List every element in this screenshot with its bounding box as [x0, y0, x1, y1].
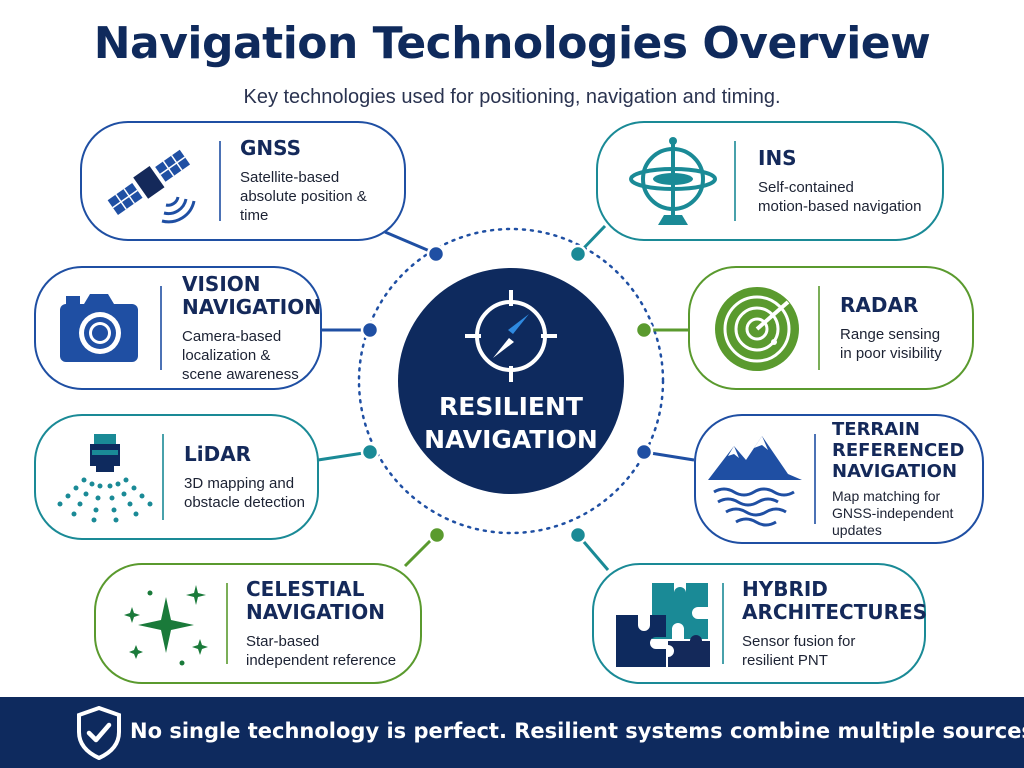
node-hybrid	[568, 525, 588, 545]
radar-icon	[715, 287, 799, 371]
compass-icon	[465, 290, 557, 382]
card-radar: RADAR Range sensing in poor visibility	[688, 266, 974, 390]
page-subtitle: Key technologies used for positioning, n…	[243, 86, 781, 108]
card-description: 3D mapping and obstacle detection	[184, 474, 305, 511]
card-description: Satellite-based absolute position & time	[240, 169, 367, 224]
card-title: CELESTIAL NAVIGATION	[246, 576, 385, 624]
center-hub: RESILIENT NAVIGATION	[398, 268, 624, 494]
card-vision-navigation: VISION NAVIGATION Camera-based localizat…	[34, 266, 322, 390]
card-title: INS	[758, 145, 797, 170]
mountain-icon	[708, 436, 802, 527]
center-label: RESILIENT NAVIGATION	[424, 392, 598, 454]
orbit-ring	[357, 227, 665, 535]
card-divider	[226, 583, 228, 664]
footer-text: No single technology is perfect. Resilie…	[130, 719, 1024, 743]
card-title: LiDAR	[184, 441, 252, 466]
card-divider	[160, 286, 162, 370]
card-title: HYBRID ARCHITECTURES	[742, 576, 928, 624]
node-celestial	[427, 525, 447, 545]
card-ins: INS Self-contained motion-based navigati…	[596, 121, 944, 241]
card-celestial-navigation: CELESTIAL NAVIGATION Star-based independ…	[94, 563, 422, 684]
card-description: Star-based independent reference	[246, 632, 397, 669]
card-divider	[818, 286, 820, 370]
node-ins	[568, 244, 588, 264]
card-divider	[219, 141, 221, 221]
shield-check-icon	[77, 706, 121, 760]
card-title: VISION NAVIGATION	[182, 271, 321, 319]
card-description: Map matching for GNSS-independent update…	[832, 488, 954, 538]
puzzle-icon	[616, 583, 710, 667]
card-divider	[162, 434, 164, 520]
card-title: RADAR	[840, 292, 919, 317]
card-lidar: LiDAR 3D mapping and obstacle detection	[34, 414, 319, 540]
card-divider	[814, 434, 816, 524]
node-vision	[360, 320, 380, 340]
card-description: Self-contained motion-based navigation	[758, 178, 922, 215]
card-divider	[734, 141, 736, 221]
page-title: Navigation Technologies Overview	[93, 18, 931, 69]
satellite-icon	[107, 149, 196, 224]
node-lidar	[360, 442, 380, 462]
lidar-icon	[57, 434, 153, 523]
card-description: Sensor fusion for resilient PNT	[742, 632, 856, 669]
gyroscope-icon	[629, 137, 717, 225]
camera-icon	[60, 294, 138, 362]
card-description: Range sensing in poor visibility	[840, 325, 942, 362]
footer-banner: No single technology is perfect. Resilie…	[0, 697, 1024, 768]
node-terrain	[634, 442, 654, 462]
card-gnss: GNSS Satellite-based absolute position &…	[80, 121, 406, 241]
card-divider	[722, 583, 724, 664]
card-description: Camera-based localization & scene awaren…	[182, 327, 299, 383]
card-terrain-referenced-navigation: TERRAIN REFERENCED NAVIGATION Map matchi…	[694, 414, 984, 544]
stars-icon	[124, 585, 208, 666]
card-hybrid-architectures: HYBRID ARCHITECTURES Sensor fusion for r…	[592, 563, 928, 684]
node-gnss	[426, 244, 446, 264]
connector-gnss	[384, 230, 433, 254]
node-radar	[634, 320, 654, 340]
card-title: GNSS	[240, 136, 302, 160]
card-title: TERRAIN REFERENCED NAVIGATION	[832, 419, 965, 482]
